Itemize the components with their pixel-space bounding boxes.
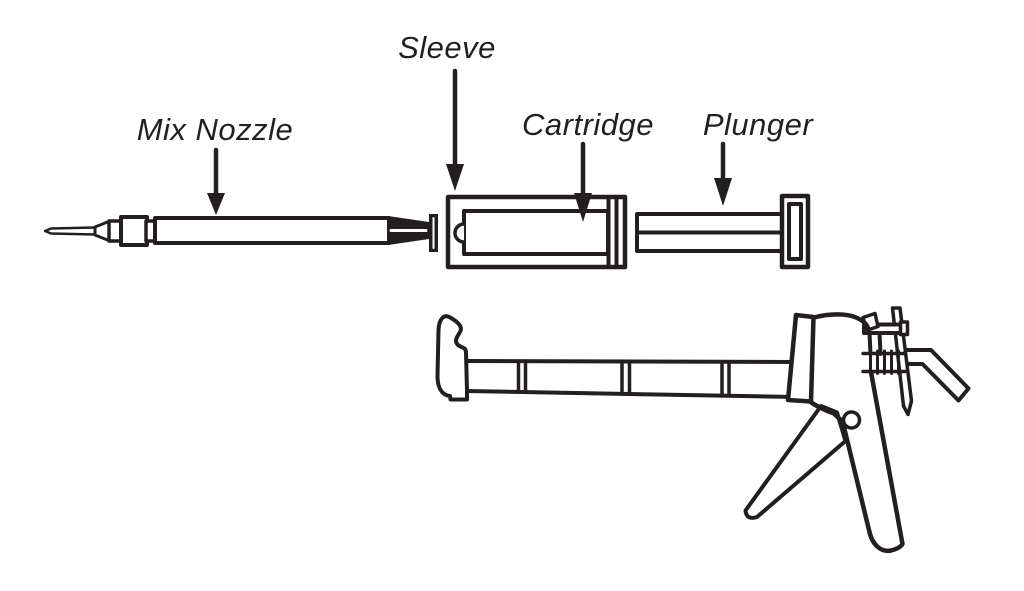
plunger-plate-inner bbox=[787, 202, 803, 261]
plunger-drawing bbox=[635, 193, 811, 270]
plunger-label: Plunger bbox=[702, 107, 814, 142]
gun-front-cap-plate bbox=[785, 312, 816, 404]
label-arrows bbox=[207, 68, 732, 222]
gun-release-lever bbox=[901, 348, 971, 403]
gun-frame-neck-line-2 bbox=[877, 331, 883, 356]
cartridge-arrow bbox=[574, 141, 592, 222]
nozzle-hub-block bbox=[119, 215, 149, 247]
gun-pivot-pin bbox=[841, 410, 862, 430]
nozzle-needle-tip bbox=[43, 226, 97, 236]
sleeve-drawing bbox=[445, 194, 628, 270]
mix-nozzle-arrow bbox=[207, 147, 225, 215]
mix-nozzle-drawing bbox=[43, 214, 438, 252]
gun-spring bbox=[861, 349, 907, 375]
gun-body-top-contour bbox=[809, 312, 871, 332]
cartridge-body bbox=[462, 209, 610, 256]
mix-nozzle-label: Mix Nozzle bbox=[136, 112, 294, 147]
sleeve-label: Sleeve bbox=[398, 30, 496, 65]
gun-rod-tick-marks bbox=[516, 360, 731, 398]
cartridge-outlet-nub bbox=[453, 222, 466, 244]
cartridge-label: Cartridge bbox=[522, 107, 654, 142]
nozzle-barrel bbox=[153, 216, 391, 245]
caulk-gun-drawing bbox=[435, 306, 971, 554]
gun-rod-guide-end-cap bbox=[898, 320, 910, 337]
gun-front-hook bbox=[435, 314, 469, 402]
gun-trigger bbox=[743, 404, 848, 520]
plunger-arrow bbox=[714, 141, 732, 206]
gun-handle bbox=[840, 369, 905, 554]
sleeve-arrow bbox=[446, 68, 464, 191]
